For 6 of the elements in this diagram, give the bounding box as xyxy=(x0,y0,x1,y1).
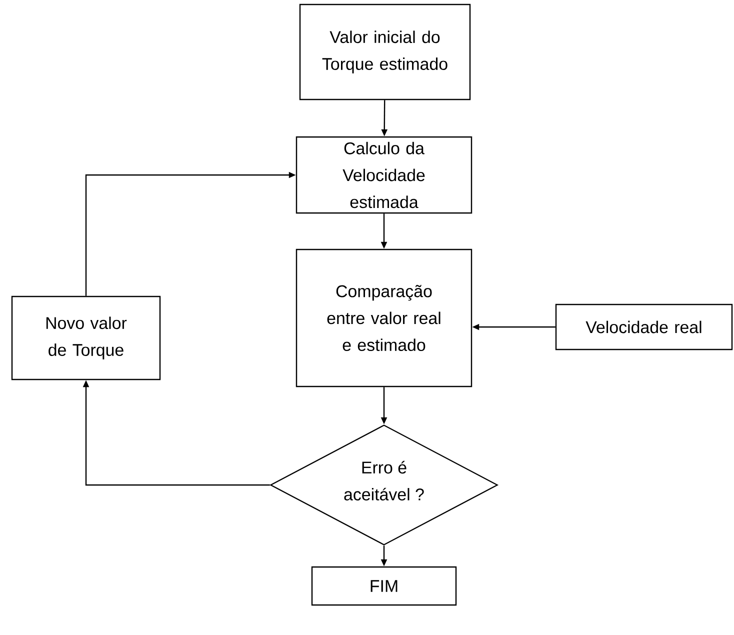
process-box: Calculo da Velocidade estimada xyxy=(296,136,472,214)
process-box: Valor inicial do Torque estimado xyxy=(299,4,471,100)
process-box: Velocidade real xyxy=(555,304,733,350)
process-box: Novo valor de Torque xyxy=(11,296,161,380)
process-box: Comparação entre valor real e estimado xyxy=(296,248,472,388)
process-box: FIM xyxy=(311,566,457,606)
